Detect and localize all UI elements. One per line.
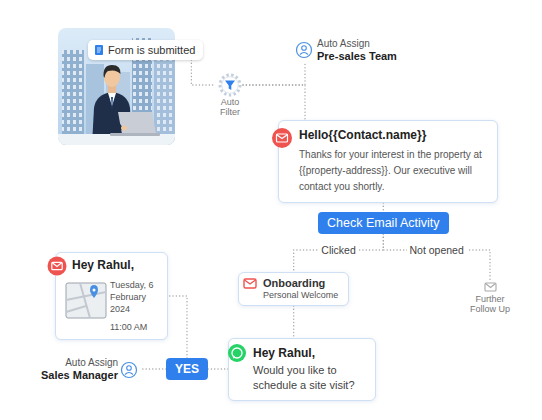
node-title: Hello{{Contact.name}} [299, 128, 489, 143]
node-title: Auto Assign [317, 38, 397, 50]
filter-icon [220, 75, 240, 95]
mail-icon [272, 128, 292, 148]
node-title: Hey Rahul, [72, 258, 163, 273]
whatsapp-icon [228, 344, 246, 362]
mail-icon [48, 257, 67, 276]
yes-button: YES [166, 358, 208, 380]
person-icon [297, 43, 312, 58]
dotted-connector [243, 85, 305, 120]
check-button: Check Email Activity [318, 212, 449, 234]
onboarding-card: OnboardingPersonal Welcome [238, 272, 349, 306]
mail-icon [485, 283, 496, 291]
node-text: Personal Welcome [263, 290, 338, 301]
node-text: Would you like to schedule a site visit? [253, 363, 367, 393]
dotted-connector [191, 60, 214, 85]
node-title: Hey Rahul, [253, 346, 367, 361]
dotted-connector [383, 234, 490, 281]
person-icon [122, 363, 137, 378]
dotted-connector [293, 306, 294, 338]
node-text: Sales Manager [30, 369, 118, 382]
dotted-connector [168, 296, 187, 358]
doc-icon [95, 45, 103, 55]
dotted-connector [294, 234, 384, 272]
edge-label: Not opened [407, 244, 467, 257]
node-title: Further Follow Up [462, 294, 518, 314]
dotted-connector [243, 63, 305, 85]
followup-step: Further Follow Up [462, 281, 518, 314]
trigger-pill: Form is submitted [88, 40, 203, 60]
node-title: YES [175, 362, 199, 376]
dotted-connector [208, 368, 228, 369]
map-icon [66, 283, 106, 318]
node-title: Form is submitted [108, 44, 195, 56]
node-title: Check Email Activity [327, 216, 440, 230]
edge-label: Clicked [318, 244, 358, 257]
node-text: Tuesday, 6 February 2024 [110, 279, 163, 315]
email-card: Hello{{Contact.name}} Thanks for your int… [278, 120, 498, 203]
node-title: Onboarding [263, 277, 338, 290]
dotted-connector [140, 368, 166, 369]
whatsapp-card: Hey Rahul, Would you like to schedule a s… [228, 338, 376, 401]
node-text: Thanks for your interest in the property… [299, 147, 489, 195]
mail-icon [244, 279, 256, 288]
node-text: Pre-sales Team [317, 50, 397, 63]
node-text: 11:00 AM [110, 321, 163, 333]
node-title: Auto Filter [214, 97, 246, 117]
dotted-connector [383, 203, 384, 212]
node-title: Auto Assign [30, 357, 118, 369]
